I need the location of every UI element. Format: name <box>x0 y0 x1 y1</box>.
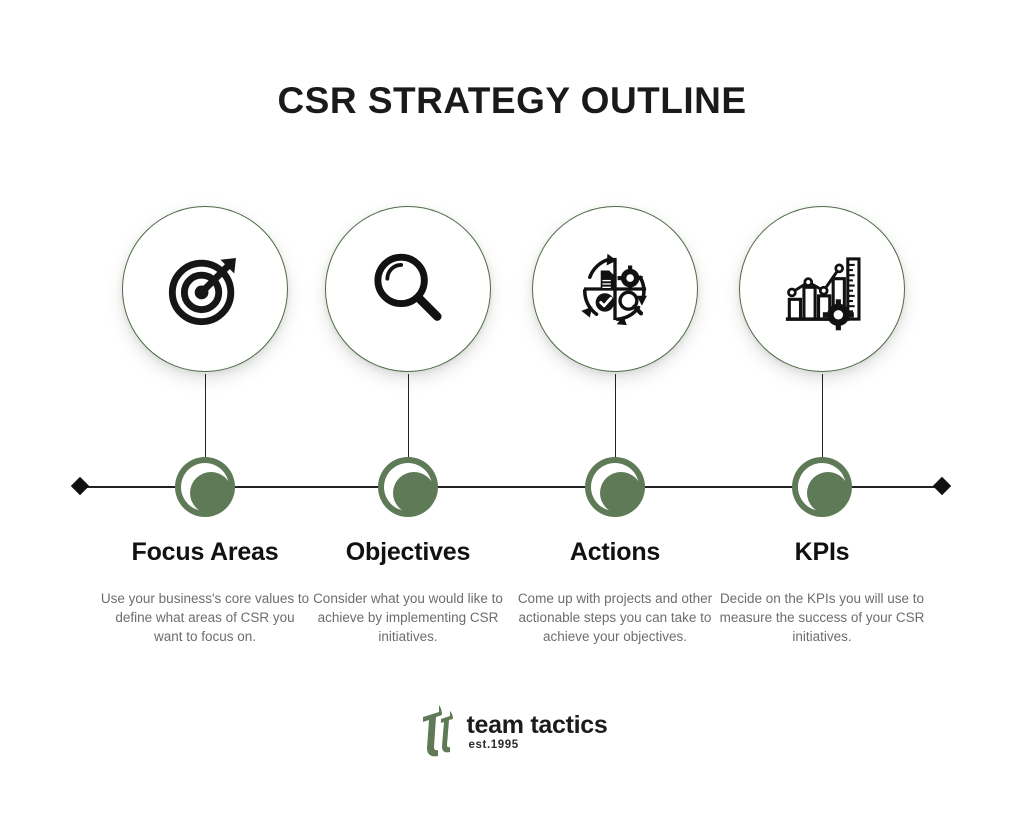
connector-line <box>204 374 206 462</box>
step-heading-actions: Actions <box>569 538 661 566</box>
target-arrow-icon <box>162 246 248 332</box>
timeline-dot-objectives[interactable] <box>378 457 438 517</box>
step-heading-kpis: KPIs <box>794 538 850 566</box>
step-body-kpis: Decide on the KPIs you will use to measu… <box>719 591 925 644</box>
connector-line <box>407 374 409 462</box>
icon-bubble-objectives <box>325 206 491 372</box>
brand-text: team tactics est.1995 <box>467 712 608 751</box>
timeline-axis <box>78 486 946 488</box>
step-heading-focus-areas: Focus Areas <box>131 538 279 566</box>
page-title: CSR STRATEGY OUTLINE <box>277 80 747 121</box>
connector-line <box>614 374 616 462</box>
icon-bubble-actions <box>532 206 698 372</box>
magnifying-glass-icon <box>365 246 451 332</box>
timeline-dot-kpis[interactable] <box>792 457 852 517</box>
kpi-chart-ruler-gear-icon <box>779 246 865 332</box>
brand-name: team tactics <box>466 710 608 739</box>
timeline-dot-actions[interactable] <box>585 457 645 517</box>
team-tactics-tt-monogram-icon <box>417 703 457 759</box>
brand-established: est.1995 <box>468 738 519 751</box>
process-cycle-icon <box>573 247 657 331</box>
step-body-actions: Come up with projects and other actionab… <box>517 591 713 644</box>
icon-bubble-focus-areas <box>122 206 288 372</box>
connector-line <box>821 374 823 462</box>
step-body-objectives: Consider what you would like to achieve … <box>313 591 503 644</box>
brand-logo: team tactics est.1995 <box>0 703 1024 759</box>
icon-bubble-kpis <box>739 206 905 372</box>
step-body-focus-areas: Use your business's core values to defin… <box>100 591 310 644</box>
step-heading-objectives: Objectives <box>345 538 471 566</box>
timeline-dot-focus-areas[interactable] <box>175 457 235 517</box>
